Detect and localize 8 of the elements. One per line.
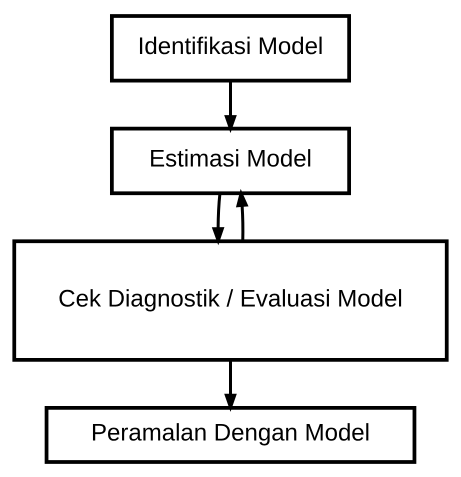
- arrow: [224, 360, 237, 412]
- arrow: [224, 80, 237, 133]
- arrow: [212, 192, 224, 245]
- arrow: [236, 188, 249, 240]
- node-box: Peramalan Dengan Model: [44, 406, 416, 464]
- node-box: Identifikasi Model: [110, 14, 351, 82]
- node-box: Cek Diagnostik / Evaluasi Model: [12, 238, 449, 362]
- node-box: Estimasi Model: [110, 126, 351, 195]
